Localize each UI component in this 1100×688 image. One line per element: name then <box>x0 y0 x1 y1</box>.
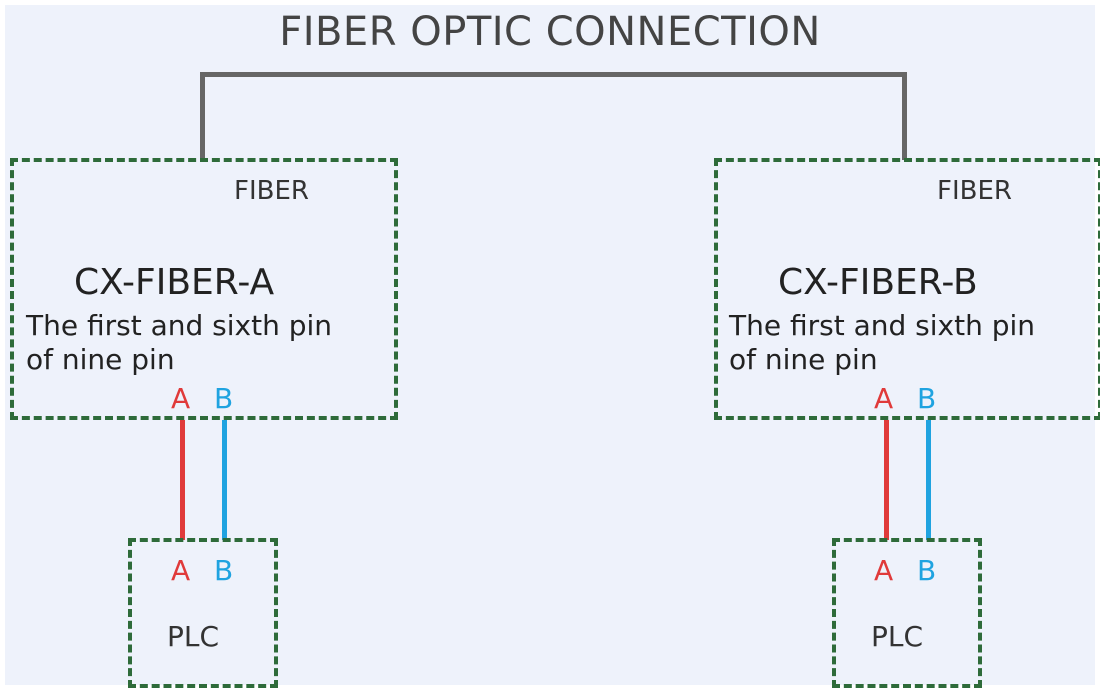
fiber-module-a <box>10 158 398 420</box>
wire-b-left <box>222 420 227 540</box>
fiber-module-a-pin-b: B <box>214 382 234 415</box>
plc-right-pin-b: B <box>917 554 937 587</box>
diagram-canvas <box>5 5 1095 685</box>
plc-left-pin-a: A <box>171 554 191 587</box>
fiber-link-left-vertical <box>200 72 205 160</box>
fiber-module-a-model: CX-FIBER-A <box>74 262 275 303</box>
fiber-module-b-model: CX-FIBER-B <box>778 262 978 303</box>
plc-left <box>128 538 278 688</box>
fiber-module-b-desc-line1: The first and sixth pin <box>729 309 1036 342</box>
fiber-module-b-tag: FIBER <box>937 176 1012 206</box>
fiber-module-a-pin-a: A <box>171 382 191 415</box>
wire-a-right <box>884 420 889 540</box>
fiber-link-right-vertical <box>902 72 907 160</box>
plc-left-pin-b: B <box>214 554 234 587</box>
fiber-module-b-pin-b: B <box>917 382 937 415</box>
fiber-module-b <box>714 158 1100 420</box>
plc-left-label: PLC <box>167 620 220 653</box>
diagram-title: FIBER OPTIC CONNECTION <box>279 9 821 55</box>
fiber-module-b-desc-line2: of nine pin <box>729 343 878 376</box>
wire-b-right <box>926 420 931 540</box>
fiber-module-a-tag: FIBER <box>234 176 309 206</box>
plc-right-pin-a: A <box>874 554 894 587</box>
plc-right <box>832 538 982 688</box>
fiber-link-horizontal <box>200 72 907 77</box>
fiber-module-a-desc-line1: The first and sixth pin <box>26 309 333 342</box>
wire-a-left <box>180 420 185 540</box>
plc-right-label: PLC <box>871 620 924 653</box>
fiber-module-b-pin-a: A <box>874 382 894 415</box>
fiber-module-a-desc-line2: of nine pin <box>26 343 175 376</box>
